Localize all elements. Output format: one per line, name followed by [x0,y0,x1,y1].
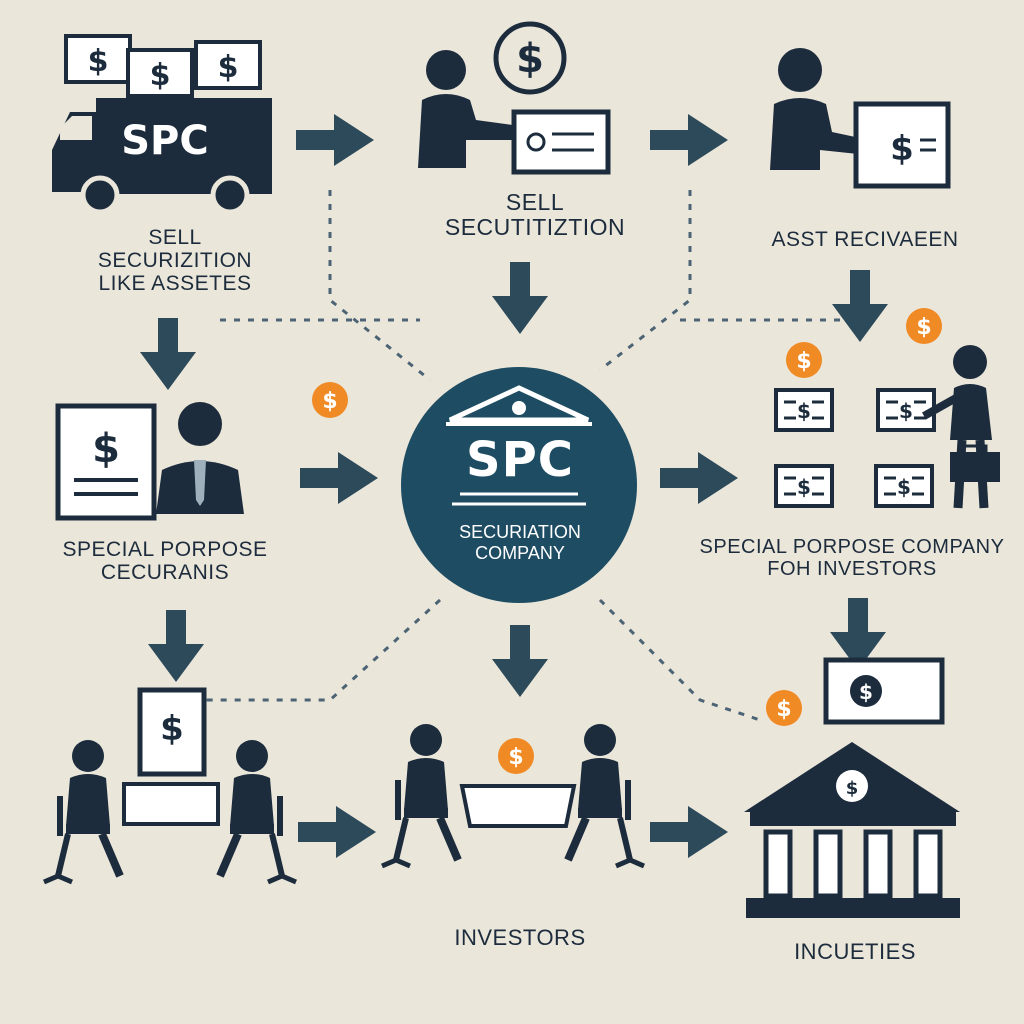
svg-text:$: $ [859,680,873,704]
truck-label: SPC [121,118,209,164]
person-icon [568,724,644,866]
person-holding-bill: $ [770,48,951,189]
arrow-icon [660,452,738,504]
truck-icon [52,34,272,215]
originator-line3: LIKE ASSETES [98,272,252,296]
orange-dollar-coin-icon [498,738,534,774]
spc-hub [401,367,637,603]
investors-meeting [382,724,644,866]
arrow-icon [492,625,548,697]
person-icon [382,724,458,866]
security-doc-icon [874,464,934,508]
security-doc-icon [774,388,834,432]
arrow-icon [148,610,204,682]
special-purpose-right-line1: SPECIAL PORPOSE COMPANY [699,536,1005,558]
sell-label: SELL SECUTITIZTION [420,189,650,241]
meeting-table: $ [44,687,296,882]
originator-label: SELL SECURIZITION LIKE ASSETES [70,226,280,295]
sell-line2: SECUTITIZTION [444,214,626,241]
dollar-bill-icon [194,40,262,90]
incentives-label: INCUETIES [760,939,950,964]
hub-subtitle-line1: SECURIATION [459,522,581,542]
person-icon [44,740,120,882]
svg-text:$: $ [846,778,859,799]
sell-line1: SELL [505,189,565,215]
arrow-icon [650,114,728,166]
bank-icon: $ $ [744,657,960,918]
svg-text:$: $ [92,426,120,472]
orange-dollar-coin-icon [766,690,802,726]
special-purpose-right-line2: FOH INVESTORS [767,558,937,580]
arrow-icon [650,806,728,858]
person-handing-check: $ [418,21,611,175]
svg-text:$: $ [516,36,544,82]
businessman-with-document: $ [55,382,348,521]
receivables-line1: ASST RECIVAEEN [771,228,959,251]
investors-line1: INVESTORS [454,925,586,950]
hub-title: SPC [466,432,574,488]
arrow-icon [832,270,888,342]
receivables-label: ASST RECIVAEEN [740,228,990,251]
special-purpose-left-line1: SPECIAL PORPOSE [62,538,268,561]
arrow-icon [140,318,196,390]
dollar-bill-icon [126,48,194,98]
investors-with-briefcase [774,308,1000,509]
special-purpose-right-label: SPECIAL PORPOSE COMPANY FOH INVESTORS [682,536,1022,580]
special-purpose-left-label: SPECIAL PORPOSE CECURANIS [40,538,290,584]
security-doc-icon [876,388,936,432]
svg-text:$: $ [160,709,184,749]
svg-text:$: $ [890,129,914,169]
arrow-icon [300,452,378,504]
person-icon [220,740,296,882]
arrow-icon [298,806,376,858]
incentives-line1: INCUETIES [794,939,916,964]
hub-subtitle-line2: COMPANY [475,542,565,563]
originator-line1: SELL [148,226,202,249]
special-purpose-left-line2: CECURANIS [100,561,230,585]
originator-line2: SECURIZITION [97,249,253,273]
orange-dollar-coin-icon [906,308,942,344]
dollar-bill-icon [64,34,132,84]
orange-dollar-coin-icon [786,342,822,378]
orange-dollar-coin-icon [312,382,348,418]
security-doc-icon [774,464,834,508]
investors-label: INVESTORS [420,925,620,950]
dashed-connectors [160,190,860,722]
hub-subtitle: SECURIATION COMPANY [430,522,610,563]
arrow-icon [492,262,548,334]
arrow-icon [296,114,374,166]
